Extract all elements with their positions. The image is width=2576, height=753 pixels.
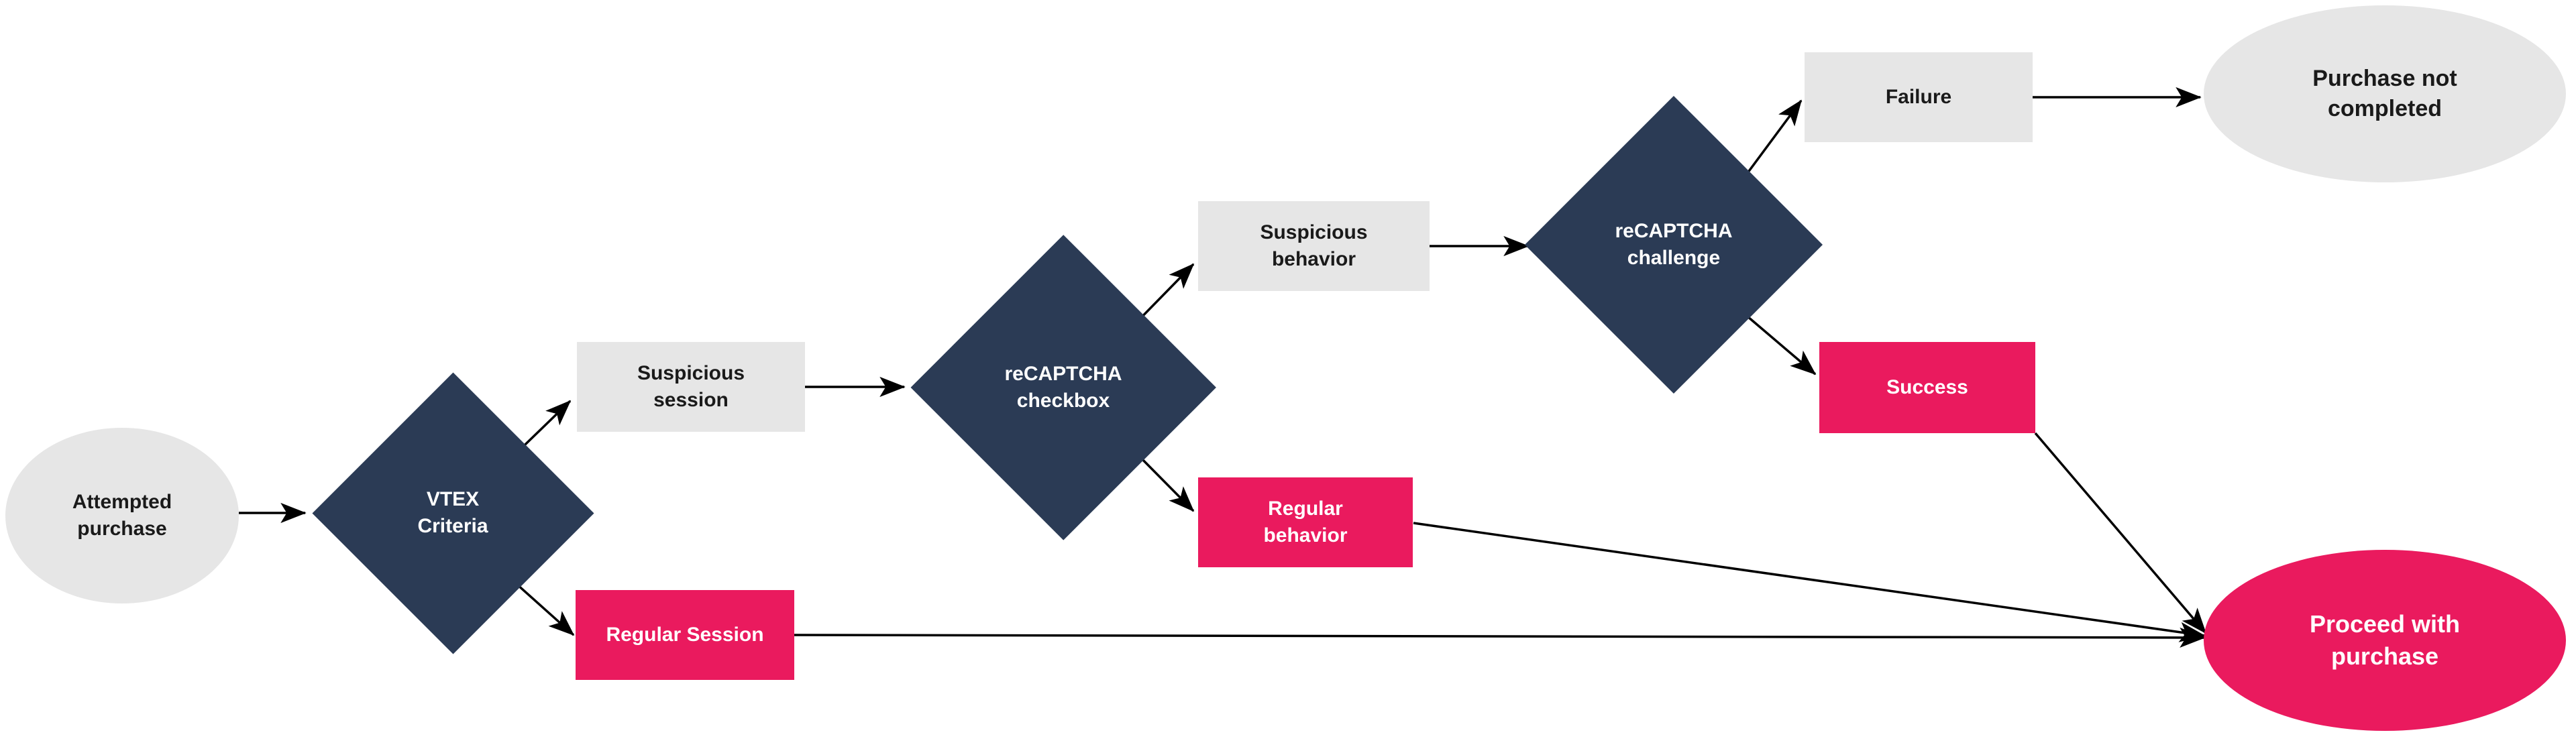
node-label-regular-behavior: Regular behavior xyxy=(1263,498,1348,546)
node-proceed-with-purchase[interactable]: Proceed with purchase xyxy=(2204,550,2566,731)
node-label-purchase-not-completed: Purchase not completed xyxy=(2312,66,2457,121)
node-label-vtex-criteria: VTEX Criteria xyxy=(417,487,488,537)
node-success[interactable]: Success xyxy=(1819,342,2035,433)
node-attempted-purchase[interactable]: Attempted purchase xyxy=(5,428,239,603)
node-vtex-criteria[interactable]: VTEX Criteria xyxy=(311,371,594,654)
edge-success-to-proceed xyxy=(2034,432,2207,634)
node-label-success: Success xyxy=(1886,376,1968,399)
node-suspicious-session[interactable]: Suspicious session xyxy=(577,342,805,432)
node-label-suspicious-behavior: Suspicious behavior xyxy=(1260,221,1368,270)
node-suspicious-behavior[interactable]: Suspicious behavior xyxy=(1198,201,1430,291)
node-label-proceed-with-purchase: Proceed with purchase xyxy=(2309,610,2461,670)
node-purchase-not-completed[interactable]: Purchase not completed xyxy=(2204,5,2566,182)
node-regular-behavior[interactable]: Regular behavior xyxy=(1198,477,1413,567)
node-failure[interactable]: Failure xyxy=(1805,52,2033,142)
edge-regular-session-to-proceed xyxy=(794,627,2206,648)
node-label-failure: Failure xyxy=(1885,86,1952,109)
node-label-suspicious-session: Suspicious session xyxy=(637,362,745,411)
node-recaptcha-challenge[interactable]: reCAPTCHA challenge xyxy=(1524,95,1823,394)
node-recaptcha-checkbox[interactable]: reCAPTCHA checkbox xyxy=(910,234,1216,540)
edge-regular-behavior-to-proceed xyxy=(1413,522,2206,642)
node-regular-session[interactable]: Regular Session xyxy=(576,590,794,680)
node-label-recaptcha-checkbox: reCAPTCHA checkbox xyxy=(1004,362,1122,412)
node-label-regular-session: Regular Session xyxy=(606,624,764,646)
node-label-attempted-purchase: Attempted purchase xyxy=(72,491,172,540)
node-label-recaptcha-challenge: reCAPTCHA challenge xyxy=(1615,219,1733,269)
